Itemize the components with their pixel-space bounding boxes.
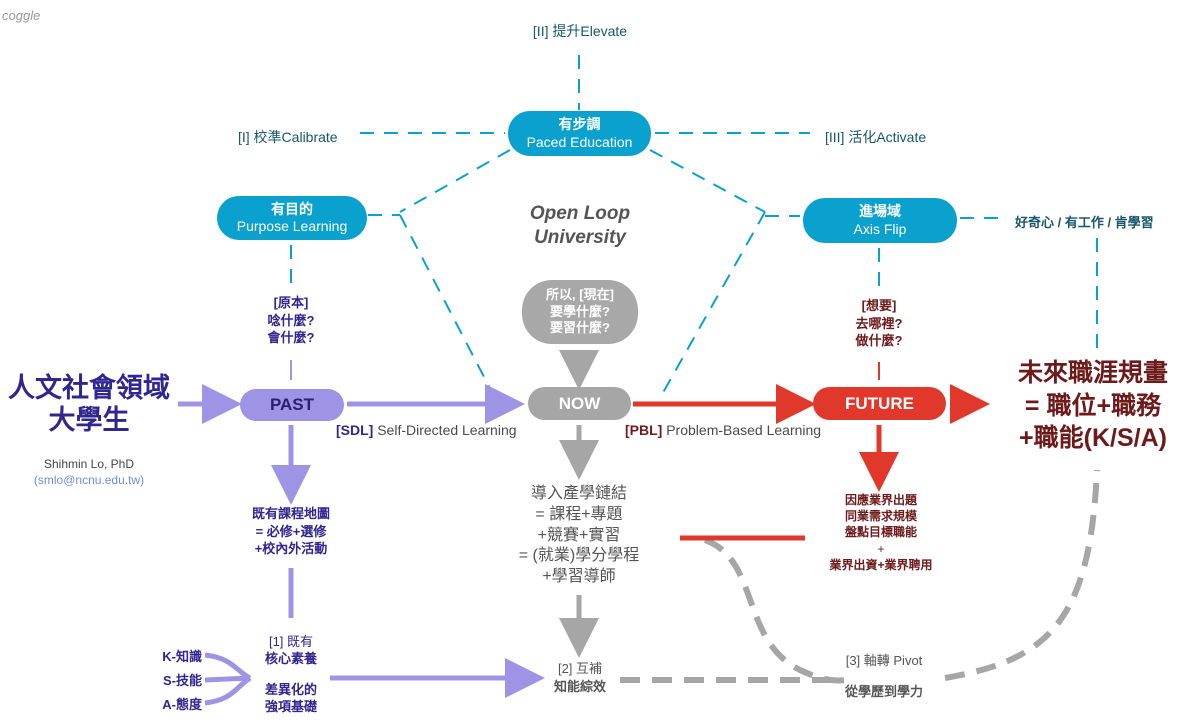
step3-line2: 從學歷到學力 bbox=[844, 683, 923, 699]
pbl-tag: [PBL] bbox=[625, 422, 663, 438]
right-title: 未來職涯規畫 = 職位+職務 +職能(K/S/A) bbox=[1000, 357, 1186, 455]
left-title-line1: 人文社會領域 bbox=[8, 373, 170, 403]
elevate-label: [II] 提升Elevate bbox=[532, 23, 628, 39]
industry-needs-line3: 盤點目標職能 bbox=[844, 525, 917, 540]
past-node: PAST bbox=[240, 389, 344, 421]
industry-needs: 因應業界出題 同業需求規模 盤點目標職能 + 業界出資+業界聘用 bbox=[808, 492, 954, 573]
axis-zh: 進場域 bbox=[859, 203, 901, 219]
step3-line1: [3] 軸轉 Pivot bbox=[845, 653, 923, 668]
curriculum-line1: 既有課程地圖 bbox=[251, 506, 330, 521]
author-name: Shihmin Lo, PhD bbox=[43, 457, 135, 471]
step2-line1: [2] 互補 bbox=[557, 661, 603, 676]
curriculum-line2: = 必修+選修 bbox=[255, 523, 327, 539]
author-email[interactable]: (smlo@ncnu.edu.tw) bbox=[33, 473, 145, 488]
now-question-bubble: 所以, [現在] 要學什麼? 要習什麼? bbox=[522, 280, 638, 344]
ksa-list: K-知識 S-技能 A-態度 bbox=[138, 645, 202, 717]
center-title-line2: University bbox=[534, 226, 626, 248]
purpose-learning-node: 有目的 Purpose Learning bbox=[217, 196, 367, 240]
step1-core: [1] 既有 核心素養 差異化的 強項基礎 bbox=[246, 634, 336, 716]
activate-label: [III] 活化Activate bbox=[825, 129, 927, 145]
step1-line4: 強項基礎 bbox=[264, 698, 317, 714]
right-title-line1: 未來職涯規畫 bbox=[1017, 359, 1168, 387]
industry-needs-line2: 同業需求規模 bbox=[844, 509, 917, 524]
step1-line2: 核心素養 bbox=[264, 650, 317, 666]
now-q-line3: 要習什麼? bbox=[550, 320, 610, 336]
now-node: NOW bbox=[528, 387, 631, 420]
ksa-a: A-態度 bbox=[162, 697, 202, 713]
paced-education-node: 有步調 Paced Education bbox=[508, 111, 651, 156]
paced-en: Paced Education bbox=[526, 133, 633, 150]
past-question: [原本] 唸什麼? 會什麼? bbox=[240, 294, 342, 347]
paced-zh: 有步調 bbox=[558, 116, 601, 132]
industry-link-line4: = (就業)學分學程 bbox=[518, 547, 640, 565]
industry-link-line3: +競賽+實習 bbox=[537, 526, 621, 544]
now-q-line2: 要學什麼? bbox=[550, 303, 610, 319]
sdl-text: Self-Directed Learning bbox=[377, 422, 517, 438]
calibrate-label: [I] 校準Calibrate bbox=[238, 129, 338, 145]
industry-link-line2: = 課程+專題 bbox=[535, 505, 623, 523]
industry-needs-line5: 業界出資+業界聘用 bbox=[829, 557, 933, 572]
future-q-line2: 去哪裡? bbox=[855, 315, 903, 331]
right-title-line3: +職能(K/S/A) bbox=[1019, 424, 1167, 452]
industry-link-line1: 導入產學鏈結 bbox=[530, 485, 627, 502]
past-q-line3: 會什麼? bbox=[267, 330, 315, 346]
industry-needs-line4: + bbox=[877, 541, 885, 556]
axis-flip-node: 進場域 Axis Flip bbox=[803, 198, 957, 243]
left-title-line2: 大學生 bbox=[48, 405, 130, 436]
step1-line3: 差異化的 bbox=[264, 681, 317, 697]
axis-en: Axis Flip bbox=[853, 220, 907, 237]
future-question: [想要] 去哪裡? 做什麼? bbox=[828, 297, 930, 350]
ksa-s: S-技能 bbox=[162, 673, 202, 689]
industry-link-line5: +學習導師 bbox=[542, 568, 616, 586]
pbl-label: [PBL] Problem-Based Learning bbox=[625, 422, 821, 438]
ksa-k: K-知識 bbox=[162, 649, 202, 664]
future-q-line1: [想要] bbox=[861, 298, 897, 313]
step3-pivot: [3] 軸轉 Pivot 從學歷到學力 bbox=[830, 653, 938, 701]
author: Shihmin Lo, PhD (smlo@ncnu.edu.tw) bbox=[10, 456, 168, 488]
curriculum-map: 既有課程地圖 = 必修+選修 +校內外活動 bbox=[226, 505, 356, 558]
future-q-line3: 做什麼? bbox=[855, 333, 903, 349]
future-node: FUTURE bbox=[813, 387, 946, 420]
step2-synergy: [2] 互補 知能綜效 bbox=[538, 660, 622, 695]
past-q-line2: 唸什麼? bbox=[267, 312, 315, 328]
watermark: coggle bbox=[2, 8, 41, 23]
right-title-line2: = 職位+職務 bbox=[1024, 391, 1162, 420]
now-q-line1: 所以, [現在] bbox=[546, 286, 614, 302]
curiosity-label: 好奇心 / 有工作 / 肯學習 bbox=[1015, 215, 1154, 230]
center-title-line1: Open Loop bbox=[529, 203, 631, 224]
step1-line1: [1] 既有 bbox=[268, 634, 314, 649]
industry-link: 導入產學鏈結 = 課程+專題 +競賽+實習 = (就業)學分學程 +學習導師 bbox=[494, 484, 664, 588]
past-q-line1: [原本] bbox=[273, 295, 309, 310]
purpose-zh: 有目的 bbox=[271, 200, 313, 217]
step2-line2: 知能綜效 bbox=[553, 678, 606, 694]
center-title: Open Loop University bbox=[500, 202, 660, 250]
sdl-tag: [SDL] bbox=[336, 422, 374, 438]
purpose-en: Purpose Learning bbox=[236, 218, 348, 234]
curriculum-line3: +校內外活動 bbox=[254, 541, 328, 557]
sdl-label: [SDL] Self-Directed Learning bbox=[336, 422, 517, 438]
pbl-text: Problem-Based Learning bbox=[666, 422, 822, 438]
left-title: 人文社會領域 大學生 bbox=[0, 372, 178, 437]
industry-needs-line1: 因應業界出題 bbox=[844, 493, 917, 507]
